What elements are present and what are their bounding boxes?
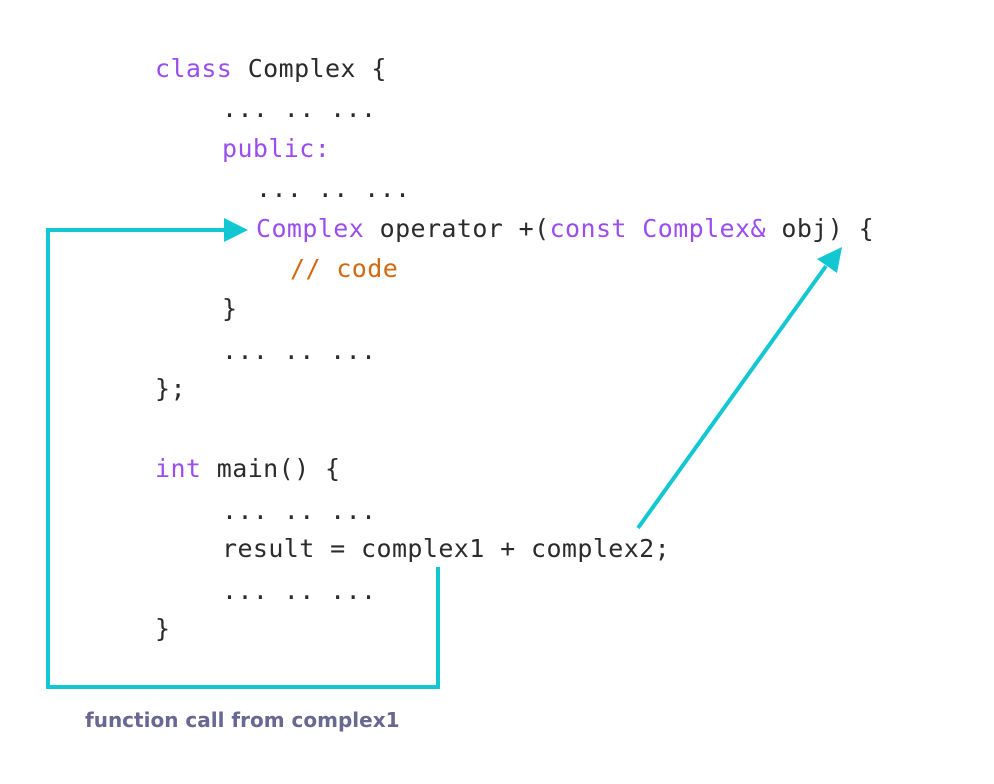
code-line-addition: result = complex1 + complex2; [222,534,671,563]
code-line-ellipsis: ... .. ... [222,336,377,365]
code-line-class-decl: class Complex { [155,54,387,84]
code-line-ellipsis: ... .. ... [256,174,411,203]
main-signature: main() { [201,454,341,483]
code-line-main-decl: int main() { [155,454,340,484]
param-name: obj) { [765,214,875,243]
keyword-class: class [155,54,233,83]
code-line-comment: // code [290,254,398,284]
class-name: Complex { [232,54,387,83]
arrowhead-right-icon [224,218,248,242]
call-arrow [46,218,440,689]
keyword-int: int [155,454,202,483]
operator-name: operator +( [364,214,550,243]
code-line-ellipsis: ... .. ... [222,496,377,525]
code-line-ellipsis: ... .. ... [222,94,377,123]
caption-label: function call from complex1 [85,708,400,732]
return-type: Complex [256,214,365,243]
code-line-public: public: [222,134,330,164]
code-line-class-end: }; [155,374,186,403]
keyword-public: public: [222,134,331,163]
code-line-main-end: } [155,614,171,643]
param-type: const Complex& [549,214,766,243]
code-line-close-brace: } [222,294,238,323]
code-line-ellipsis: ... .. ... [222,576,377,605]
argument-arrow [636,247,842,530]
arrowhead-diagonal-icon [817,247,842,273]
code-line-operator-decl: Complex operator +(const Complex& obj) { [256,214,874,244]
comment: // code [290,254,399,283]
